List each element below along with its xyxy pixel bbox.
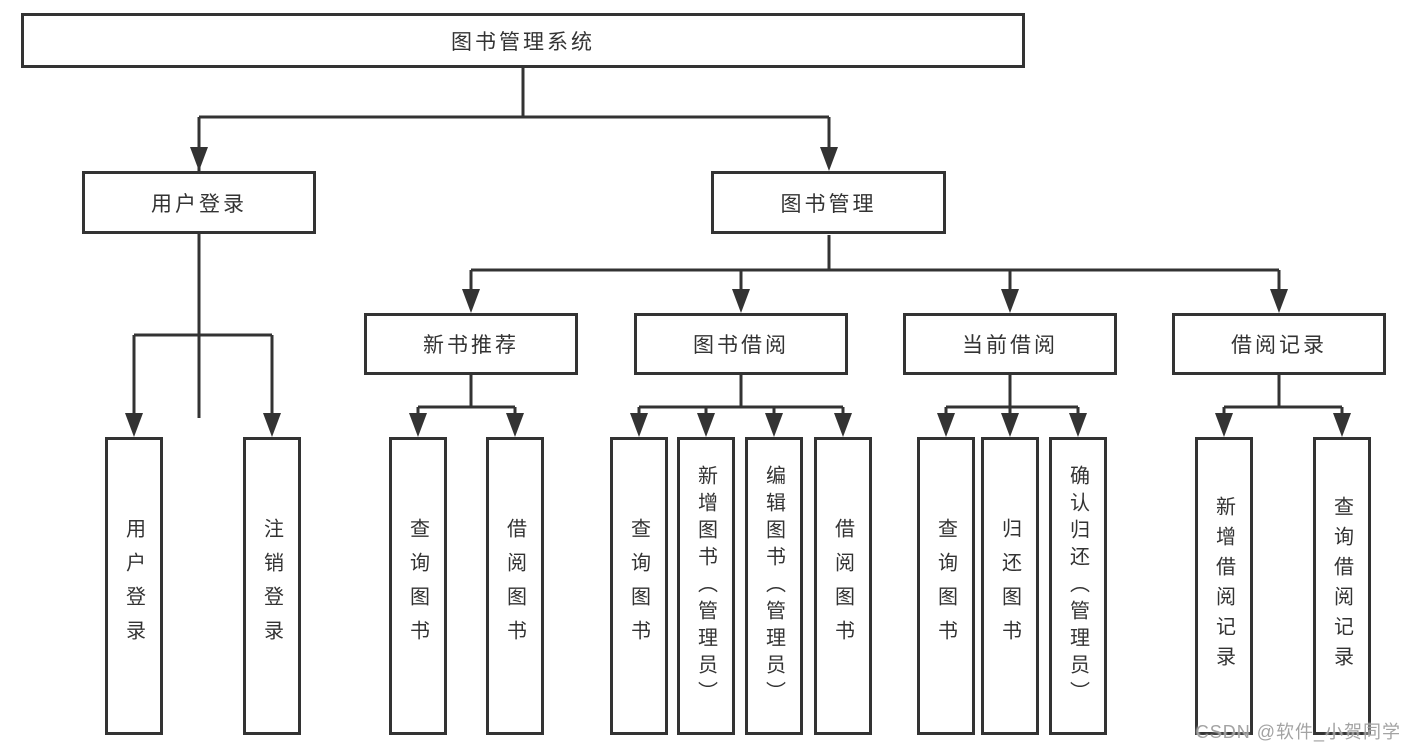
connector-book-mgmt-to-level3 bbox=[469, 235, 1281, 297]
leaf-query-books: 查询图书 bbox=[389, 437, 447, 735]
leaf-query-borrow-record: 查询借阅记录 bbox=[1313, 437, 1371, 735]
arrowhead-icon bbox=[1333, 413, 1351, 437]
leaf-query-books: 查询图书 bbox=[917, 437, 975, 735]
arrowhead-icon bbox=[630, 413, 648, 437]
leaf-label: 借阅图书 bbox=[503, 518, 526, 654]
leaf-logout: 注销登录 bbox=[243, 437, 301, 735]
arrowhead-icon bbox=[697, 413, 715, 437]
arrowhead-icon bbox=[506, 413, 524, 437]
leaf-label: 查询借阅记录 bbox=[1330, 496, 1353, 676]
leaf-user-login: 用户登录 bbox=[105, 437, 163, 735]
arrowhead-icon bbox=[765, 413, 783, 437]
arrowhead-icon bbox=[1069, 413, 1087, 437]
arrowhead-icon bbox=[1001, 413, 1019, 437]
leaf-query-books: 查询图书 bbox=[610, 437, 668, 735]
leaf-label: 编辑图书（管理员） bbox=[762, 464, 785, 708]
leaf-borrow-books: 借阅图书 bbox=[486, 437, 544, 735]
leaf-label: 查询图书 bbox=[406, 518, 429, 654]
leaf-label: 新增借阅记录 bbox=[1212, 496, 1235, 676]
leaf-label: 借阅图书 bbox=[831, 518, 854, 654]
arrowhead-icon bbox=[820, 147, 838, 171]
arrowhead-icon bbox=[834, 413, 852, 437]
arrowhead-icon bbox=[125, 413, 143, 437]
leaf-add-borrow-record: 新增借阅记录 bbox=[1195, 437, 1253, 735]
connector-book-borrow-to-leaves bbox=[637, 375, 845, 421]
connector-new-book-to-leaves bbox=[416, 375, 517, 421]
arrowhead-icon bbox=[1270, 289, 1288, 313]
node-user-login: 用户登录 bbox=[82, 171, 316, 234]
arrowhead-icon bbox=[937, 413, 955, 437]
leaf-add-books-admin: 新增图书（管理员） bbox=[677, 437, 735, 735]
node-borrow-records: 借阅记录 bbox=[1172, 313, 1386, 375]
leaf-label: 查询图书 bbox=[627, 518, 650, 654]
leaf-label: 用户登录 bbox=[122, 518, 145, 654]
node-new-book-recommend: 新书推荐 bbox=[364, 313, 578, 375]
arrowheads bbox=[125, 147, 1351, 437]
leaf-label: 确认归还（管理员） bbox=[1066, 464, 1089, 708]
node-root: 图书管理系统 bbox=[21, 13, 1025, 68]
node-book-borrow: 图书借阅 bbox=[634, 313, 848, 375]
leaf-label: 新增图书（管理员） bbox=[694, 464, 717, 708]
arrowhead-icon bbox=[732, 289, 750, 313]
connector-user-login-to-leaves bbox=[132, 235, 274, 421]
node-book-management: 图书管理 bbox=[711, 171, 946, 234]
leaf-label: 注销登录 bbox=[260, 518, 283, 654]
leaf-edit-books-admin: 编辑图书（管理员） bbox=[745, 437, 803, 735]
csdn-watermark: CSDN @软件_小贺同学 bbox=[1195, 722, 1401, 742]
arrowhead-icon bbox=[1001, 289, 1019, 313]
leaf-label: 归还图书 bbox=[998, 518, 1021, 654]
leaf-return-books: 归还图书 bbox=[981, 437, 1039, 735]
leaf-confirm-return-admin: 确认归还（管理员） bbox=[1049, 437, 1107, 735]
arrowhead-icon bbox=[1215, 413, 1233, 437]
arrowhead-icon bbox=[462, 289, 480, 313]
arrowhead-icon bbox=[263, 413, 281, 437]
node-current-borrow: 当前借阅 bbox=[903, 313, 1117, 375]
arrowhead-icon bbox=[409, 413, 427, 437]
leaf-label: 查询图书 bbox=[934, 518, 957, 654]
connector-borrow-records-to-leaves bbox=[1222, 375, 1344, 421]
arrowhead-icon bbox=[190, 147, 208, 171]
connector-root-to-level2 bbox=[197, 68, 831, 418]
leaf-borrow-books: 借阅图书 bbox=[814, 437, 872, 735]
